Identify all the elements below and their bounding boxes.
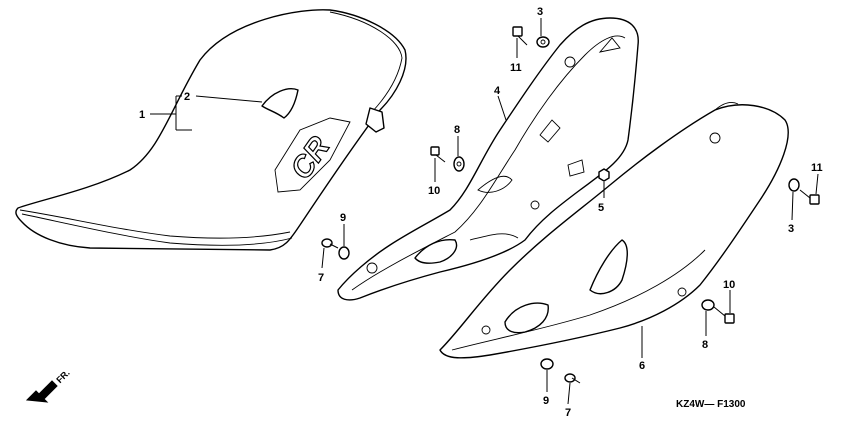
seat-emblem xyxy=(261,88,299,119)
callout-4: 4 xyxy=(494,85,501,97)
callout-7-bottom: 7 xyxy=(565,407,571,419)
seat: CR xyxy=(15,9,407,251)
inner-side-cover xyxy=(337,17,639,301)
callout-8-mid: 8 xyxy=(454,124,460,136)
collar-3-right xyxy=(788,178,800,192)
callout-7-left: 7 xyxy=(318,272,324,284)
outer-side-cover xyxy=(439,101,789,359)
leader-lines xyxy=(150,18,819,405)
collar-3-top xyxy=(536,36,550,48)
callout-10-right: 10 xyxy=(723,279,735,291)
callout-2: 2 xyxy=(184,91,190,103)
collar-8-right xyxy=(701,299,715,311)
callout-numbers: 1 2 3 3 4 5 6 7 7 8 8 9 9 10 10 11 11 xyxy=(139,6,823,419)
bolt-10-mid xyxy=(430,146,446,163)
screw-7-bottom xyxy=(564,373,581,384)
callout-11-right: 11 xyxy=(811,162,823,174)
callout-9-left: 9 xyxy=(340,212,346,224)
callout-5: 5 xyxy=(598,202,604,214)
fasteners xyxy=(321,26,820,384)
drawing-code: KZ4W— F1300 xyxy=(676,399,746,410)
callout-8-right: 8 xyxy=(702,339,708,351)
callout-11-top: 11 xyxy=(510,62,522,74)
callout-6: 6 xyxy=(639,360,645,372)
screw-7-left xyxy=(321,238,339,249)
front-direction-arrow: FR. xyxy=(25,368,72,403)
callout-9-bottom: 9 xyxy=(543,395,549,407)
grommet-9-left xyxy=(338,246,350,260)
callout-10-mid: 10 xyxy=(428,185,440,197)
callout-3-top: 3 xyxy=(537,6,543,18)
bolt-11-top xyxy=(512,26,528,46)
grommet-8-mid xyxy=(453,156,465,172)
bolt-11-right xyxy=(799,189,820,205)
grommet-9-bottom xyxy=(540,358,554,370)
nut-5 xyxy=(598,168,610,182)
callout-3-right: 3 xyxy=(788,223,794,235)
front-arrow-label: FR. xyxy=(54,368,71,385)
bolt-10-right xyxy=(713,306,735,324)
callout-1: 1 xyxy=(139,109,145,121)
